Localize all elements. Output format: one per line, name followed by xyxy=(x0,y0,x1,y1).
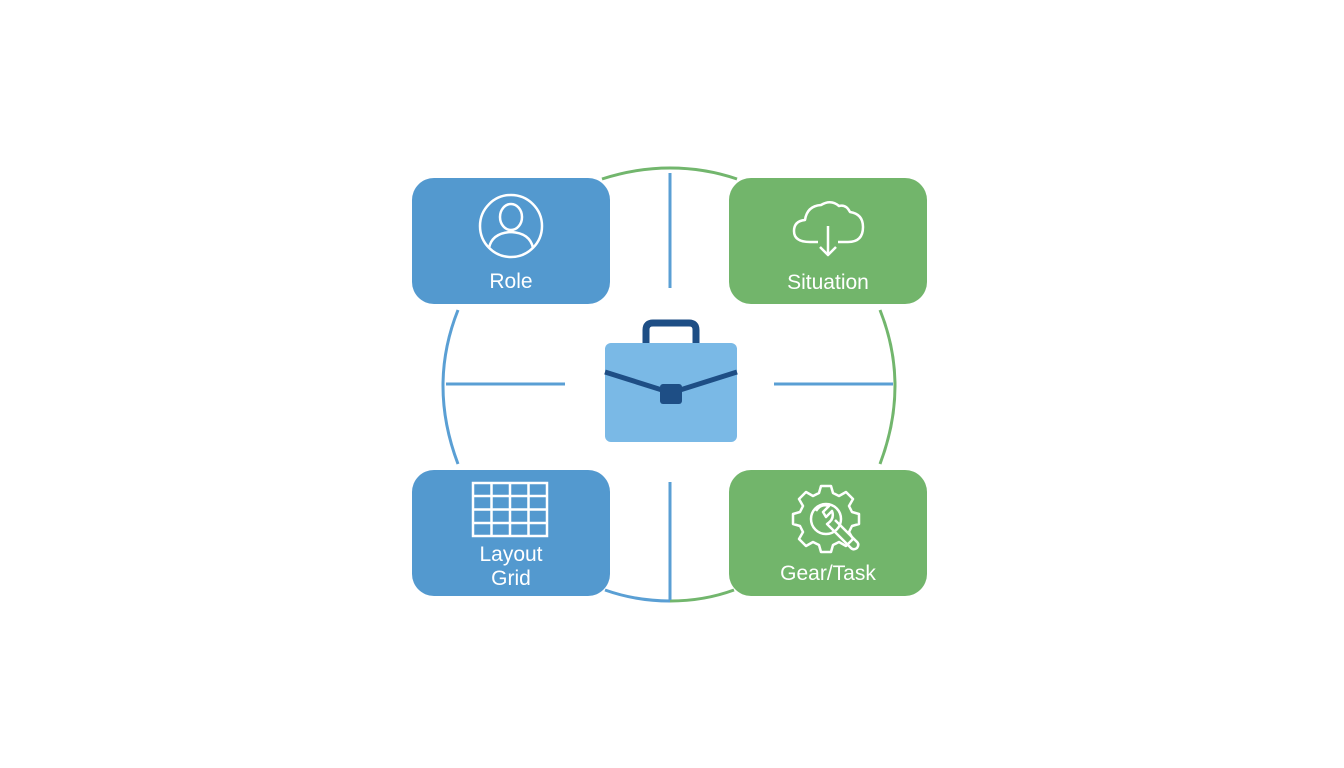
node-situation-icon-wrap xyxy=(729,196,927,262)
cloud-download-icon xyxy=(792,201,865,257)
ring-arc-bottom-left xyxy=(604,588,671,603)
node-gear-task[interactable]: Gear/Task xyxy=(729,470,927,596)
node-role-label: Role xyxy=(489,270,533,293)
node-situation[interactable]: Situation xyxy=(729,178,927,304)
gear-wrench-icon xyxy=(791,484,861,554)
ring-arc-top-right xyxy=(669,166,738,181)
ring-arc-top-left xyxy=(601,166,671,181)
node-role-icon-wrap xyxy=(412,191,610,261)
node-gear-icon-wrap xyxy=(729,480,927,556)
node-role[interactable]: Role xyxy=(412,178,610,304)
node-layout-grid[interactable]: Layout Grid xyxy=(412,470,610,596)
node-gear-label: Gear/Task xyxy=(780,562,876,585)
user-icon xyxy=(478,193,544,259)
node-layout-label: Layout Grid xyxy=(479,543,543,590)
center-briefcase xyxy=(598,318,744,453)
grid-icon xyxy=(471,481,549,538)
ring-arc-right xyxy=(878,309,897,465)
ring-arc-left xyxy=(441,309,460,465)
briefcase-icon xyxy=(604,319,738,442)
node-situation-label: Situation xyxy=(787,271,869,294)
ring-arc-bottom-right xyxy=(669,588,735,603)
node-layout-icon-wrap xyxy=(412,480,610,540)
